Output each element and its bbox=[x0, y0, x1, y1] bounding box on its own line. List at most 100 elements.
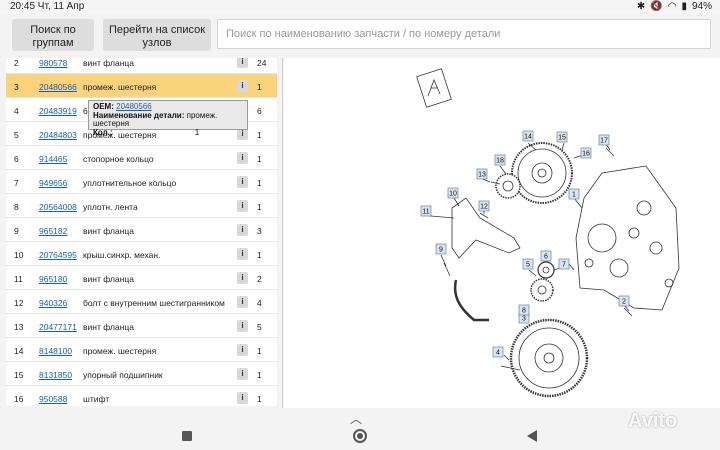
callout-6[interactable]: 6 bbox=[540, 250, 552, 262]
row-part-name: упорный подшипник bbox=[83, 370, 163, 380]
callout-8[interactable]: 8 bbox=[518, 304, 530, 316]
callout-1[interactable]: 1 bbox=[568, 188, 580, 200]
row-number: 14 bbox=[14, 346, 24, 356]
row-oem-link[interactable]: 8148100 bbox=[39, 346, 73, 356]
info-icon[interactable]: i bbox=[237, 392, 248, 404]
callout-4[interactable]: 4 bbox=[492, 346, 504, 358]
info-icon[interactable]: i bbox=[237, 296, 248, 308]
row-number: 6 bbox=[14, 154, 19, 164]
callout-11[interactable]: 11 bbox=[420, 205, 432, 217]
home-button[interactable] bbox=[353, 429, 367, 443]
info-icon[interactable]: i bbox=[237, 368, 248, 380]
row-oem-link[interactable]: 949656 bbox=[39, 178, 68, 188]
svg-text:16: 16 bbox=[582, 151, 590, 158]
status-bar: 20:45 Чт, 11 Апр ✱ 🔇 ◠ ▮ 94% bbox=[0, 0, 720, 14]
info-icon[interactable]: i bbox=[237, 344, 248, 356]
row-oem-link[interactable]: 914465 bbox=[39, 154, 68, 164]
bluetooth-icon: ✱ bbox=[636, 1, 646, 12]
row-part-name: промеж. шестерня bbox=[83, 346, 157, 356]
callout-9[interactable]: 9 bbox=[435, 243, 447, 255]
timing-cover bbox=[451, 197, 521, 259]
callout-13[interactable]: 13 bbox=[476, 168, 488, 180]
row-part-name: крыш.синхр. механ. bbox=[83, 250, 161, 260]
row-oem-link[interactable]: 20484803 bbox=[39, 130, 77, 140]
svg-text:6: 6 bbox=[544, 254, 548, 261]
search-by-groups-button[interactable]: Поиск по группам bbox=[12, 19, 94, 51]
row-oem-link[interactable]: 965182 bbox=[39, 226, 68, 236]
info-icon[interactable]: i bbox=[237, 272, 248, 284]
row-quantity: 24 bbox=[257, 58, 267, 68]
callout-14[interactable]: 14 bbox=[522, 130, 534, 142]
callout-10[interactable]: 10 bbox=[447, 187, 459, 199]
back-button[interactable] bbox=[527, 430, 537, 442]
battery-level: 94% bbox=[691, 1, 712, 12]
info-icon[interactable]: i bbox=[237, 80, 248, 92]
row-quantity: 1 bbox=[257, 130, 262, 140]
row-number: 3 bbox=[14, 82, 19, 92]
callout-16[interactable]: 16 bbox=[580, 147, 592, 159]
status-icons: ✱ 🔇 ◠ ▮ 94% bbox=[637, 1, 712, 12]
svg-text:3: 3 bbox=[522, 316, 526, 323]
bolt-4 bbox=[500, 365, 521, 371]
svg-text:1: 1 bbox=[572, 192, 576, 199]
info-icon[interactable]: i bbox=[237, 200, 248, 212]
row-oem-link[interactable]: 980578 bbox=[39, 58, 68, 68]
callout-12[interactable]: 12 bbox=[478, 200, 490, 212]
row-number: 16 bbox=[14, 394, 24, 404]
search-input[interactable]: Поиск по наименованию запчасти / по номе… bbox=[217, 19, 711, 49]
row-oem-link[interactable]: 20564008 bbox=[39, 202, 77, 212]
system-nav-bar: ︿ bbox=[0, 408, 720, 450]
row-number: 15 bbox=[14, 370, 24, 380]
callout-15[interactable]: 15 bbox=[556, 131, 568, 143]
callout-5[interactable]: 5 bbox=[522, 258, 534, 270]
row-number: 5 bbox=[14, 130, 19, 140]
row-oem-link[interactable]: 20480566 bbox=[39, 82, 77, 92]
info-icon[interactable]: i bbox=[237, 320, 248, 332]
tooltip-oem-label: OEM: bbox=[93, 102, 114, 111]
pane-divider[interactable] bbox=[282, 58, 283, 408]
toolbar: Поиск по группам Перейти на список узлов… bbox=[0, 14, 720, 58]
info-icon[interactable]: i bbox=[237, 128, 248, 140]
callout-7[interactable]: 7 bbox=[558, 258, 570, 270]
info-icon[interactable]: i bbox=[237, 176, 248, 188]
callout-18[interactable]: 18 bbox=[494, 154, 506, 166]
row-quantity: 1 bbox=[257, 202, 262, 212]
svg-text:5: 5 bbox=[526, 262, 530, 269]
info-icon[interactable]: i bbox=[237, 152, 248, 164]
info-icon[interactable]: i bbox=[237, 224, 248, 236]
info-icon[interactable]: i bbox=[237, 248, 248, 260]
row-oem-link[interactable]: 940326 bbox=[39, 298, 68, 308]
callout-17[interactable]: 17 bbox=[598, 134, 610, 146]
go-to-nodes-list-button[interactable]: Перейти на список узлов bbox=[103, 19, 211, 51]
row-oem-link[interactable]: 20483919 bbox=[39, 106, 77, 116]
row-oem-link[interactable]: 8131850 bbox=[39, 370, 73, 380]
row-oem-link[interactable]: 965180 bbox=[39, 274, 68, 284]
row-part-name: винт фланца bbox=[83, 226, 134, 236]
callout-2[interactable]: 2 bbox=[618, 295, 630, 307]
row-oem-link[interactable]: 20477171 bbox=[39, 322, 77, 332]
row-quantity: 5 bbox=[257, 322, 262, 332]
recent-apps-button[interactable] bbox=[182, 431, 192, 441]
tooltip-oem-value[interactable]: 20480566 bbox=[116, 102, 152, 111]
row-part-name: винт фланца bbox=[83, 274, 134, 284]
row-oem-link[interactable]: 950588 bbox=[39, 394, 68, 404]
row-oem-link[interactable]: 20764595 bbox=[39, 250, 77, 260]
chevron-up-icon[interactable]: ︿ bbox=[350, 412, 363, 426]
info-icon[interactable]: i bbox=[237, 58, 248, 68]
